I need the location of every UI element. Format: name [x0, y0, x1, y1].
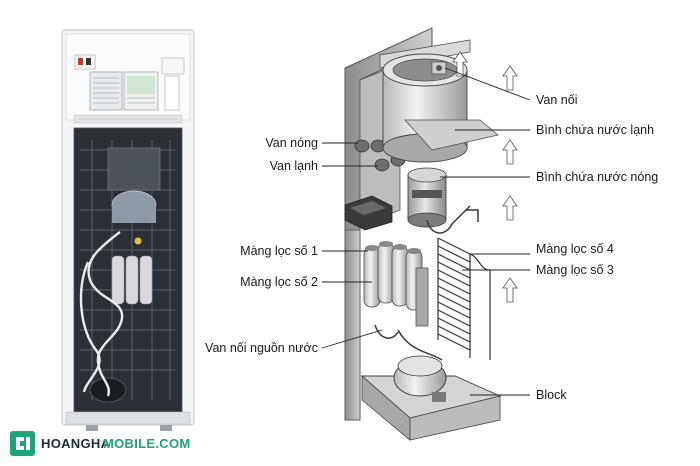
label-van-lanh: Van lạnh: [270, 159, 318, 173]
flow-arrows: [452, 51, 518, 303]
flow-arrow-up-1: [502, 277, 518, 303]
cutaway-diagram: Ka: [344, 27, 518, 441]
flow-arrow-up-2: [502, 195, 518, 221]
photo-hose: [79, 231, 124, 397]
label-van-noi-nguon-nuoc: Van nối nguồn nước: [205, 341, 318, 355]
callout-labels: Van nối Bình chứa nước lạnh Bình chứa nư…: [205, 93, 658, 402]
brand-logo[interactable]: HOANGHA MOBILE.COM: [10, 431, 191, 456]
flow-arrow-up-5: [452, 51, 468, 77]
tap-knobs: [354, 139, 406, 172]
label-van-noi: Van nối: [536, 93, 577, 107]
flow-arrow-up-4: [502, 65, 518, 91]
label-binh-chua-nuoc-lanh: Bình chứa nước lạnh: [536, 123, 654, 137]
internal-pipes: [374, 205, 479, 361]
condenser-coil: [437, 237, 491, 360]
label-mang-loc-so-1: Màng lọc số 1: [240, 244, 318, 258]
logo-text-accent: MOBILE.COM: [103, 436, 191, 451]
logo-text-dark: HOANGHA: [41, 436, 111, 451]
callout-lines: [321, 67, 531, 396]
compressor-block: [360, 355, 502, 441]
dispenser-photo: [61, 29, 195, 431]
spec-sticker-left: [89, 71, 123, 111]
label-mang-loc-so-4: Màng lọc số 4: [536, 242, 614, 256]
label-block: Block: [536, 388, 567, 402]
label-van-nong: Van nóng: [265, 136, 318, 150]
cold-water-tank: [382, 53, 468, 163]
label-mang-loc-so-2: Màng lọc số 2: [240, 275, 318, 289]
hoangha-logo-icon: [10, 431, 35, 456]
label-mang-loc-so-3: Màng lọc số 3: [536, 263, 614, 277]
label-binh-chua-nuoc-nong: Bình chứa nước nóng: [536, 170, 658, 184]
filter-cartridges: [363, 241, 423, 311]
flow-arrow-up-3: [502, 139, 518, 165]
photo-filters: [111, 255, 153, 305]
